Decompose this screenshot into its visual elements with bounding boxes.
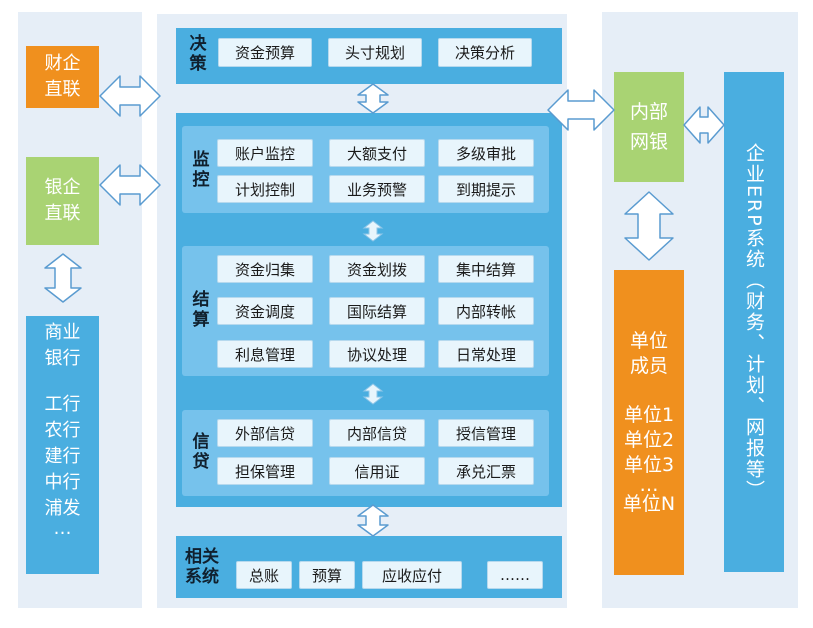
neibu-line1: 内部 — [629, 101, 668, 123]
btn-yusuan[interactable]: 预算 — [299, 561, 355, 589]
bank-abc: 农行 — [44, 420, 81, 441]
danwei-line1: 成员 — [629, 354, 668, 377]
btn-zijin-guiji[interactable]: 资金归集 — [217, 255, 313, 283]
danwei-chengyuan-box: 单位 成员 单位1 单位2 单位3 … 单位N — [614, 270, 684, 575]
erp-text: 企业ERP系统（财务、计划、网报等） — [743, 143, 765, 501]
bank-ccb: 建行 — [44, 446, 81, 467]
btn-zongzhang[interactable]: 总账 — [236, 561, 292, 589]
juece-label: 决策 — [189, 34, 207, 74]
danwei-ellipsis: … — [639, 473, 659, 496]
btn-zhanghu-jiankong[interactable]: 账户监控 — [217, 139, 313, 167]
jiesuan-label: 结算 — [192, 290, 210, 330]
arrow-yinqi-bank-icon — [44, 253, 82, 303]
btn-shouxin-guanli[interactable]: 授信管理 — [438, 419, 534, 447]
btn-daoqi-tishi[interactable]: 到期提示 — [438, 175, 534, 203]
btn-xinyongzheng[interactable]: 信用证 — [329, 457, 425, 485]
btn-juece-fenxi[interactable]: 决策分析 — [438, 38, 532, 67]
danwei-unit2: 单位2 — [623, 428, 675, 451]
btn-more[interactable]: …… — [487, 561, 543, 589]
erp-box: 企业ERP系统（财务、计划、网报等） — [724, 72, 784, 572]
btn-richang-chuli[interactable]: 日常处理 — [438, 340, 534, 368]
btn-zijin-huabo[interactable]: 资金划拨 — [329, 255, 425, 283]
caiqi-zhilian-box: 财企 直联 — [26, 46, 99, 108]
btn-waibu-xindai[interactable]: 外部信贷 — [217, 419, 313, 447]
arrow-juece-core-icon — [357, 83, 389, 114]
btn-zijin-diaodu[interactable]: 资金调度 — [217, 297, 313, 325]
arrow-center-neibu-icon — [547, 89, 615, 131]
jiankong-label: 监控 — [192, 150, 210, 190]
danwei-unit1: 单位1 — [623, 403, 675, 426]
xiangguan-label: 相关系统 — [185, 547, 219, 587]
neibu-line2: 网银 — [629, 131, 668, 153]
btn-jizhong-jiesuan[interactable]: 集中结算 — [438, 255, 534, 283]
caiqi-line2: 直联 — [44, 79, 81, 100]
btn-dae-zhifu[interactable]: 大额支付 — [329, 139, 425, 167]
btn-xieyi-chuli[interactable]: 协议处理 — [329, 340, 425, 368]
arrow-jiankong-jiesuan-icon — [362, 220, 384, 242]
btn-neibu-zhuanzhang[interactable]: 内部转帐 — [438, 297, 534, 325]
bank-line1: 商业 — [44, 322, 81, 343]
btn-danbao-guanli[interactable]: 担保管理 — [217, 457, 313, 485]
bank-spdb: 浦发 — [44, 498, 81, 519]
btn-yewu-yujing[interactable]: 业务预警 — [329, 175, 425, 203]
yinqi-zhilian-box: 银企 直联 — [26, 157, 99, 245]
arrow-jiesuan-xindai-icon — [362, 383, 384, 405]
btn-yingshou-yingfu[interactable]: 应收应付 — [362, 561, 462, 589]
btn-lixi-guanli[interactable]: 利息管理 — [217, 340, 313, 368]
arrow-core-xiangguan-icon — [357, 504, 389, 537]
xindai-label: 信贷 — [192, 432, 210, 472]
btn-zijin-yusuan[interactable]: 资金预算 — [218, 38, 312, 67]
danwei-line0: 单位 — [629, 329, 668, 352]
arrow-caiqi-center-icon — [99, 75, 161, 117]
yinqi-line2: 直联 — [44, 203, 81, 224]
arrow-neibu-danwei-icon — [624, 191, 674, 261]
btn-neibu-xindai[interactable]: 内部信贷 — [329, 419, 425, 447]
arrow-yinqi-center-icon — [99, 164, 161, 206]
caiqi-line1: 财企 — [44, 53, 81, 74]
bank-more: … — [53, 518, 72, 539]
danwei-unit3: 单位3 — [623, 453, 675, 476]
bank-line2: 银行 — [44, 348, 81, 369]
danwei-unitn: 单位N — [622, 492, 676, 515]
btn-duoji-shenpi[interactable]: 多级审批 — [438, 139, 534, 167]
btn-guoji-jiesuan[interactable]: 国际结算 — [329, 297, 425, 325]
neibu-wangyin-box: 内部 网银 — [614, 72, 684, 182]
btn-toucun-guihua[interactable]: 头寸规划 — [328, 38, 422, 67]
commercial-bank-box: 商业 银行 工行 农行 建行 中行 浦发 … — [26, 316, 99, 574]
arrow-neibu-erp-icon — [683, 106, 725, 144]
btn-chengdui-huipiao[interactable]: 承兑汇票 — [438, 457, 534, 485]
bank-icbc: 工行 — [44, 394, 81, 415]
btn-jihua-kongzhi[interactable]: 计划控制 — [217, 175, 313, 203]
bank-boc: 中行 — [44, 472, 81, 493]
yinqi-line1: 银企 — [44, 177, 81, 198]
